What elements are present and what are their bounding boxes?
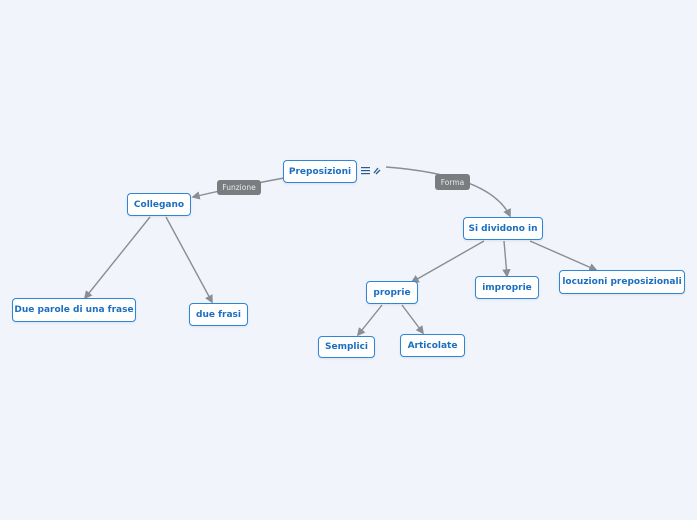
- node-due-frasi[interactable]: due frasi: [189, 303, 248, 326]
- node-improprie[interactable]: improprie: [475, 276, 539, 299]
- node-semplici[interactable]: Semplici: [318, 336, 375, 358]
- edge-proprie-articolate: [401, 304, 425, 335]
- edge-label-funzione[interactable]: Funzione: [217, 180, 261, 195]
- edge-collegano-due-parole: [83, 216, 151, 300]
- edge-si-dividono-proprie: [410, 240, 485, 283]
- edge-proprie-semplici: [356, 304, 383, 337]
- node-due-parole[interactable]: Due parole di una frase: [12, 298, 136, 322]
- edge-collegano-due-frasi: [165, 216, 213, 304]
- node-locuzioni[interactable]: locuzioni preposizionali: [559, 270, 685, 294]
- attachment-icon[interactable]: [372, 166, 381, 178]
- list-icon[interactable]: [361, 166, 370, 178]
- node-articolate[interactable]: Articolate: [400, 334, 465, 357]
- root-icons: [361, 166, 381, 178]
- node-si-dividono[interactable]: Si dividono in: [463, 217, 543, 240]
- node-collegano[interactable]: Collegano: [127, 193, 191, 216]
- node-preposizioni[interactable]: Preposizioni: [283, 160, 357, 183]
- edge-label-forma[interactable]: Forma: [435, 174, 470, 190]
- edge-si-dividono-locuzioni: [529, 240, 598, 272]
- node-proprie[interactable]: proprie: [366, 281, 418, 304]
- edge-si-dividono-improprie: [502, 240, 511, 278]
